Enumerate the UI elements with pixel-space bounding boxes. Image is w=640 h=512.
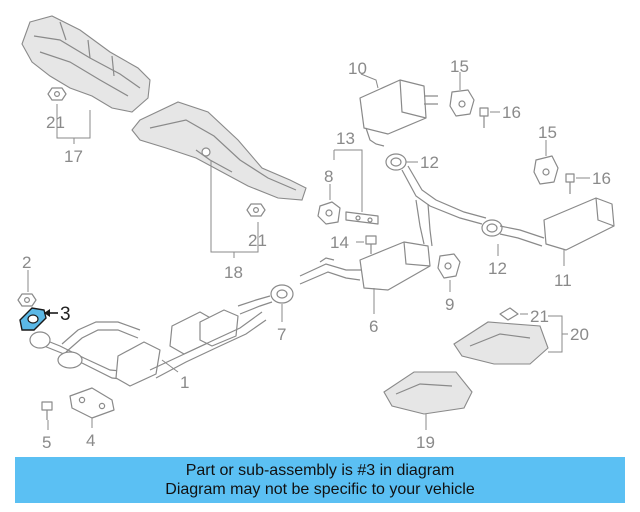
leader-lines xyxy=(27,72,590,430)
banner-line-1: Part or sub-assembly is #3 in diagram xyxy=(185,462,455,479)
banner-line-2: Diagram may not be specific to your vehi… xyxy=(165,481,475,498)
part-16-bolt-lower[interactable] xyxy=(565,173,575,194)
callout-18: 18 xyxy=(224,263,243,282)
part-7-clamp[interactable] xyxy=(270,284,294,304)
part-8-hanger[interactable] xyxy=(317,201,341,225)
callout-1: 1 xyxy=(180,373,189,392)
part-21-nut-middle[interactable] xyxy=(246,203,266,217)
part-14-bolt[interactable] xyxy=(365,235,377,254)
callout-20: 20 xyxy=(570,325,589,344)
part-20-under-cover[interactable] xyxy=(453,321,549,365)
callout-17: 17 xyxy=(64,147,83,166)
part-11-muffler[interactable] xyxy=(499,197,615,251)
part-12-clamp-upper[interactable] xyxy=(385,153,407,171)
intermediate-pipe[interactable] xyxy=(401,165,487,247)
part-5-bolt[interactable] xyxy=(41,401,53,420)
callout-3-highlighted: 3 xyxy=(60,304,71,325)
exhaust-parts-diagram: 17 21 18 21 10 15 16 13 12 15 16 8 14 12… xyxy=(17,15,615,452)
callout-15-upper: 15 xyxy=(450,57,469,76)
callout-5: 5 xyxy=(42,433,51,452)
callout-6: 6 xyxy=(369,317,378,336)
part-13-bracket[interactable] xyxy=(345,211,379,225)
part-15-hanger-lower[interactable] xyxy=(533,155,559,185)
callout-2: 2 xyxy=(22,253,31,272)
part-3-gasket-highlighted[interactable] xyxy=(19,307,47,331)
part-4-bracket[interactable] xyxy=(69,387,115,419)
part-17-heat-shield[interactable] xyxy=(21,15,151,113)
callout-14: 14 xyxy=(330,233,349,252)
callout-21-upper: 21 xyxy=(46,113,65,132)
part-9-hanger[interactable] xyxy=(437,253,461,279)
callout-4: 4 xyxy=(86,431,95,450)
part-10-muffler[interactable] xyxy=(359,79,438,147)
part-18-heat-shield[interactable] xyxy=(131,101,307,201)
part-19-under-cover[interactable] xyxy=(383,371,473,415)
callout-21-right: 21 xyxy=(530,307,549,326)
callout-11: 11 xyxy=(554,271,572,290)
callout-19: 19 xyxy=(416,433,435,452)
callout-13: 13 xyxy=(336,129,355,148)
part-15-hanger-upper[interactable] xyxy=(449,89,475,117)
callout-7: 7 xyxy=(277,325,286,344)
callout-8: 8 xyxy=(324,167,333,186)
callout-15-lower: 15 xyxy=(538,123,557,142)
callout-12-upper: 12 xyxy=(420,153,439,172)
callout-9: 9 xyxy=(445,295,454,314)
part-2-nut[interactable] xyxy=(17,293,37,307)
callout-10: 10 xyxy=(348,59,367,78)
part-12-clamp-lower[interactable] xyxy=(481,219,503,237)
callout-labels: 17 21 18 21 10 15 16 13 12 15 16 8 14 12… xyxy=(22,57,611,452)
part-21-nut-upper[interactable] xyxy=(47,87,67,101)
part-21-clip-right[interactable] xyxy=(499,307,519,321)
callout-12-lower: 12 xyxy=(488,259,507,278)
part-6-muffler[interactable] xyxy=(299,241,431,291)
part-16-bolt-upper[interactable] xyxy=(479,107,489,128)
callout-16-upper: 16 xyxy=(502,103,521,122)
callout-16-lower: 16 xyxy=(592,169,611,188)
part-1-front-pipe[interactable] xyxy=(29,295,273,387)
info-banner: Part or sub-assembly is #3 in diagram Di… xyxy=(15,457,625,503)
callout-21-middle: 21 xyxy=(248,231,267,250)
